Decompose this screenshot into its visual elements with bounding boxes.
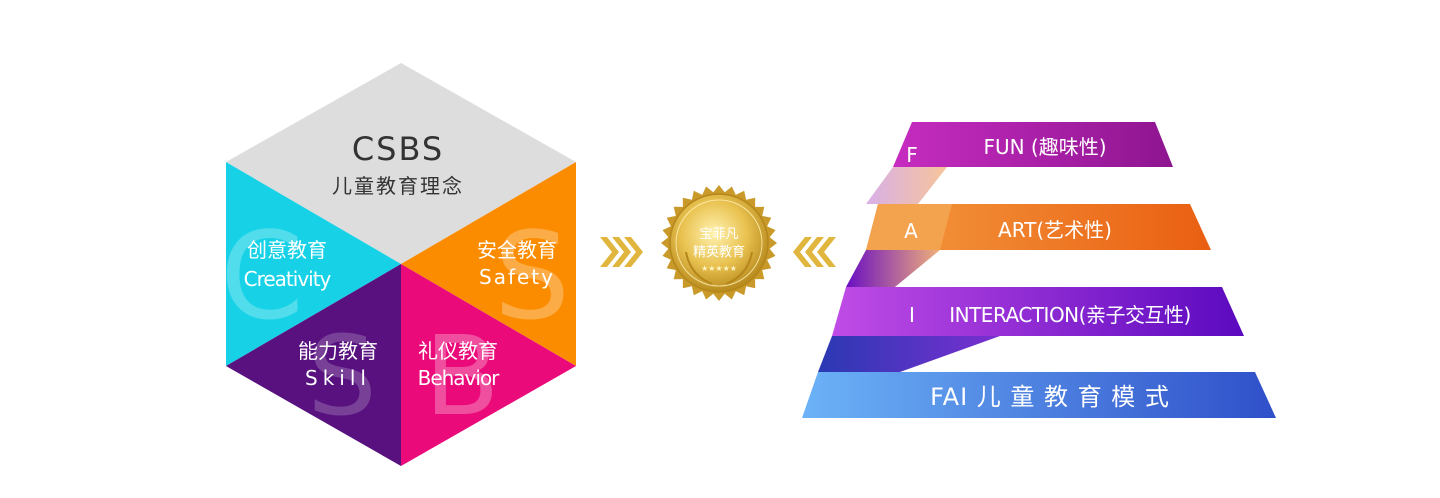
behavior-en-label: Behavior bbox=[418, 366, 501, 390]
safety-en-label: Safety bbox=[479, 265, 555, 289]
seal-text-line2: 精英教育 bbox=[693, 244, 745, 260]
csbs-subtitle: 儿童教育理念 bbox=[332, 174, 464, 198]
hex-right-orange-segment bbox=[401, 162, 576, 366]
gold-seal-badge: 宝菲凡 精英教育 ★★★★★ bbox=[661, 185, 777, 301]
twist-art-to-interaction bbox=[846, 250, 940, 287]
seal-stars: ★★★★★ bbox=[701, 264, 737, 273]
fai-pyramid: F FUN (趣味性) A ART(艺术性) I INTERACTION(亲子交… bbox=[802, 122, 1276, 418]
model-band bbox=[802, 372, 1276, 418]
skill-letter-watermark: S bbox=[307, 312, 377, 440]
fun-band bbox=[893, 122, 1173, 167]
hex-left-cyan-segment bbox=[226, 162, 401, 366]
creativity-cn-label: 创意教育 bbox=[247, 238, 327, 262]
art-band bbox=[866, 204, 1211, 250]
art-letter: A bbox=[904, 219, 918, 243]
seal-text-line1: 宝菲凡 bbox=[699, 227, 738, 242]
skill-cn-label: 能力教育 bbox=[298, 339, 378, 363]
hex-bottom-right-magenta-segment bbox=[401, 264, 576, 466]
art-letter-tab bbox=[866, 204, 952, 250]
twist-interaction-to-model bbox=[818, 336, 1000, 372]
skill-en-label: Skill bbox=[305, 366, 371, 390]
safety-cn-label: 安全教育 bbox=[477, 238, 557, 262]
interaction-label: INTERACTION(亲子交互性) bbox=[949, 303, 1191, 327]
behavior-cn-label: 礼仪教育 bbox=[418, 339, 498, 363]
right-chevron-arrows-icon bbox=[600, 237, 643, 267]
behavior-letter-watermark: B bbox=[424, 312, 499, 440]
model-label: FAI 儿 童 教 育 模 式 bbox=[930, 383, 1170, 411]
creativity-letter-watermark: C bbox=[220, 208, 304, 347]
fun-letter: F bbox=[906, 143, 918, 167]
left-chevron-arrows-icon bbox=[793, 237, 836, 267]
hex-bottom-left-purple-segment bbox=[226, 264, 401, 466]
interaction-band bbox=[832, 287, 1244, 336]
safety-letter-watermark: S bbox=[494, 208, 570, 347]
hex-top-gray-segment bbox=[226, 63, 576, 264]
interaction-letter: I bbox=[909, 303, 915, 327]
csbs-hexagon: C S S B CSBS 儿童教育理念 创意教育 Creativity 安全教育… bbox=[220, 63, 576, 466]
creativity-en-label: Creativity bbox=[244, 267, 332, 291]
art-label: ART(艺术性) bbox=[998, 218, 1112, 242]
fun-label: FUN (趣味性) bbox=[983, 135, 1106, 159]
twist-fun-to-art bbox=[866, 167, 947, 204]
csbs-title: CSBS bbox=[352, 130, 444, 168]
